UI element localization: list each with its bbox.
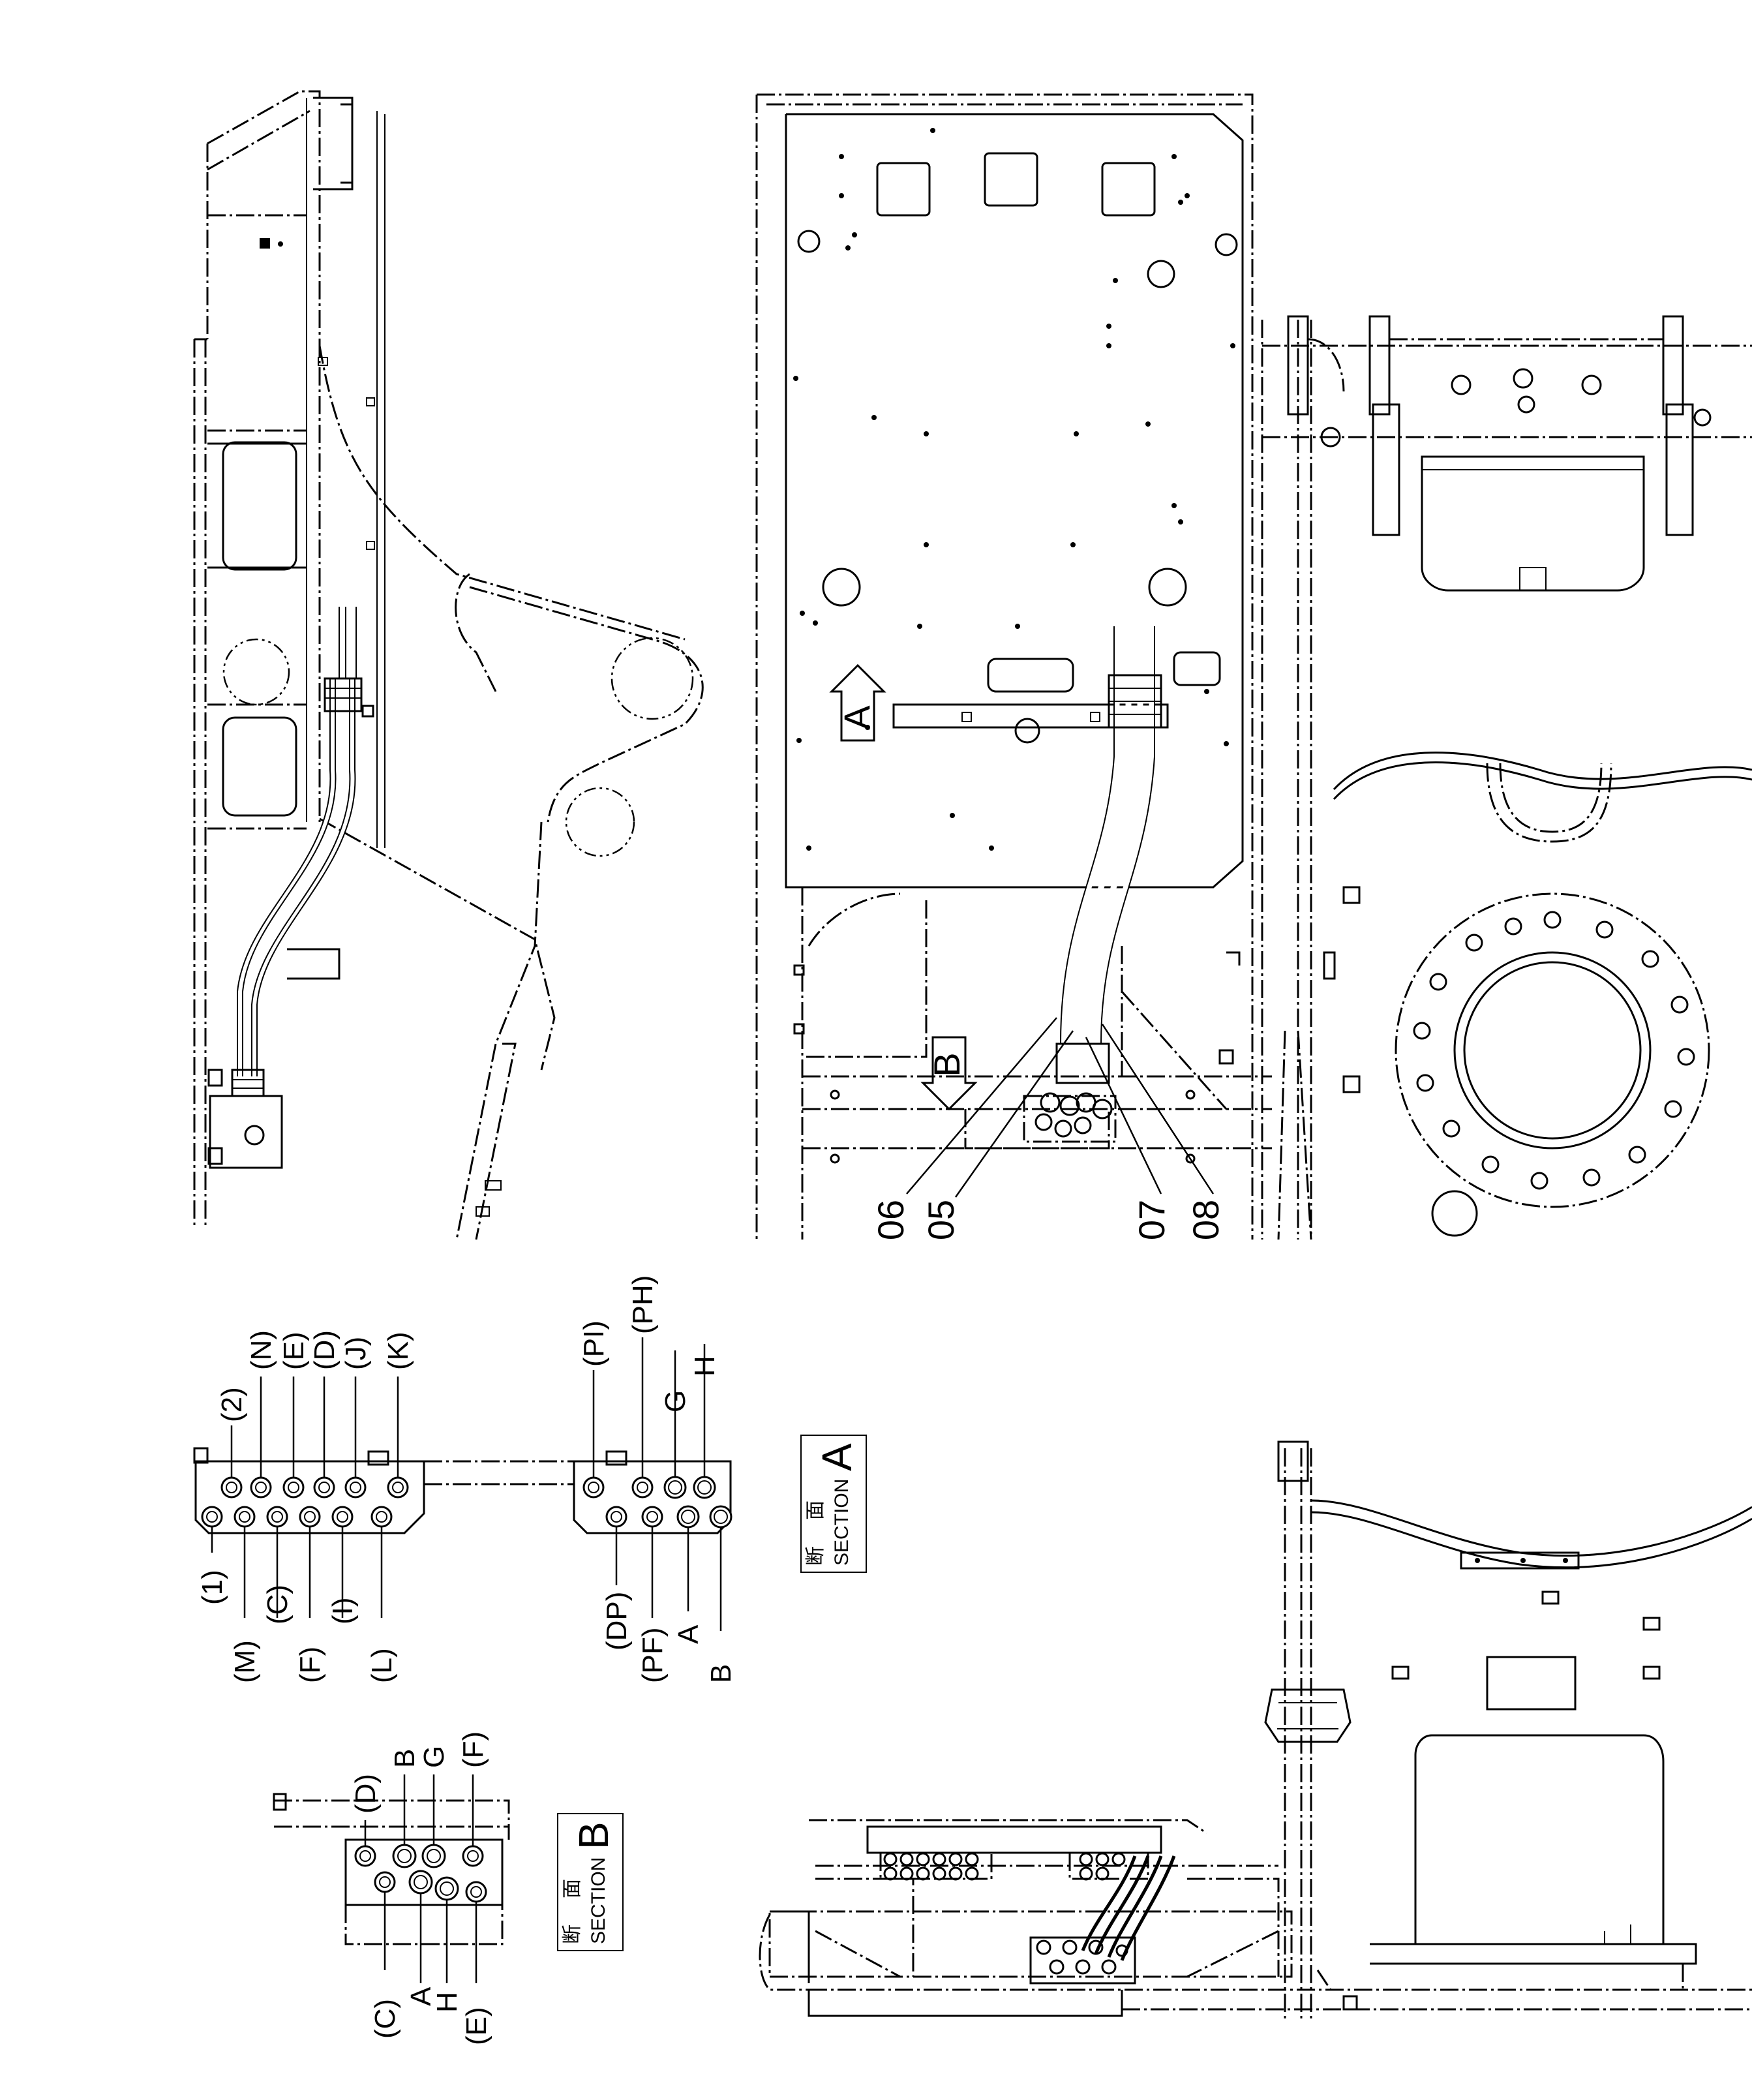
section-b-letter: B xyxy=(570,1821,617,1849)
section-a-view: (2) (N) (E) (D) (J) (K) (PI) (PH) G H (1… xyxy=(193,1275,867,1683)
section-a-label-a: A xyxy=(672,1624,704,1644)
view-arrow-b: B xyxy=(920,1036,978,1111)
left-boom-view xyxy=(193,90,704,1240)
callout-05: 05 xyxy=(920,1200,961,1240)
centre-hose-bundle xyxy=(1023,626,1162,1143)
callout-07: 07 xyxy=(1131,1200,1172,1240)
section-b-view: (D) B G (F) (C) A H (E) 断 面 SECTION B xyxy=(273,1731,624,2045)
section-a-kanji-2: 面 xyxy=(805,1500,826,1520)
section-a-label-f: (F) xyxy=(294,1647,326,1683)
section-a-letter: A xyxy=(813,1443,860,1471)
view-arrow-b-label: B xyxy=(926,1052,967,1076)
section-a-label-l: (L) xyxy=(366,1648,398,1683)
section-b-label-e: (E) xyxy=(461,2007,492,2045)
view-arrow-a: A xyxy=(829,663,886,742)
section-a-label-ph: (PH) xyxy=(627,1275,659,1334)
section-b-label-g: G xyxy=(418,1746,450,1768)
centre-plan-view: A B xyxy=(755,93,1272,1240)
section-a-title-box: 断 面 SECTION A xyxy=(800,1435,867,1573)
section-a-label-c: (C) xyxy=(262,1585,294,1624)
section-a-label-2: (2) xyxy=(216,1387,248,1422)
section-b-label-f: (F) xyxy=(457,1731,489,1768)
section-a-label-1: (1) xyxy=(196,1570,228,1605)
section-a-label-n: (N) xyxy=(245,1330,277,1370)
bottom-right-view xyxy=(759,1440,1752,2022)
section-a-word: SECTION xyxy=(831,1479,853,1566)
section-b-title-box: 断 面 SECTION B xyxy=(557,1813,624,1951)
section-a-label-e: (E) xyxy=(278,1332,310,1370)
section-b-label-d: (D) xyxy=(350,1774,382,1814)
bottom-manifold-ports xyxy=(883,1852,1126,1881)
section-a-label-dp: (DP) xyxy=(601,1592,633,1651)
section-b-kanji-2: 面 xyxy=(562,1879,583,1898)
section-a-label-k: (K) xyxy=(382,1332,414,1370)
section-b-label-a: A xyxy=(405,1986,437,2006)
section-a-label-j: (J) xyxy=(340,1337,372,1370)
callout-06: 06 xyxy=(870,1200,911,1240)
section-a-label-pi: (PI) xyxy=(578,1320,610,1367)
section-a-label-pf: (PF) xyxy=(637,1627,669,1683)
section-a-label-i: (I) xyxy=(327,1597,359,1624)
left-hose-bundle xyxy=(231,607,374,1097)
section-a-kanji-1: 断 xyxy=(805,1546,826,1566)
section-b-word: SECTION xyxy=(588,1857,609,1944)
slew-ring-bolts xyxy=(1413,911,1695,1190)
section-b-label-b: B xyxy=(389,1749,421,1768)
view-arrow-a-label: A xyxy=(836,705,877,730)
section-a-label-h: H xyxy=(689,1356,721,1377)
plate-holes xyxy=(793,128,1235,851)
section-a-label-m: (M) xyxy=(229,1640,261,1683)
callout-08: 08 xyxy=(1185,1200,1226,1240)
section-a-label-g: G xyxy=(659,1390,691,1412)
section-b-label-h: H xyxy=(431,1992,463,2013)
section-a-label-b: B xyxy=(705,1664,737,1683)
right-frame-view xyxy=(1218,315,1752,1240)
section-b-ports xyxy=(354,1844,487,1903)
section-a-label-d: (D) xyxy=(309,1330,340,1370)
section-b-kanji-1: 断 xyxy=(562,1925,583,1944)
section-b-label-c: (C) xyxy=(369,1999,401,2039)
